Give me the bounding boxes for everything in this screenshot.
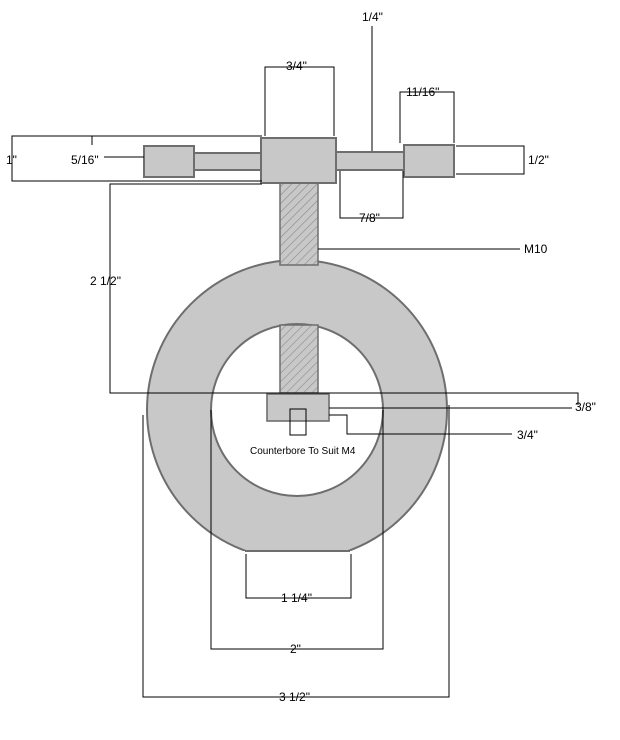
dimension-lines	[11, 26, 579, 698]
handle-head	[260, 137, 337, 184]
label-pad-height: 3/8"	[575, 400, 596, 414]
label-flat-width: 1 1/4"	[281, 591, 312, 605]
counterbore	[289, 408, 307, 436]
handle-right-cap	[403, 144, 455, 178]
threaded-screw-lower	[279, 324, 319, 394]
label-inner-dia: 2"	[290, 642, 301, 656]
label-handle-height: 1"	[6, 153, 17, 167]
label-screw-length: 2 1/2"	[90, 274, 121, 288]
label-head-width: 3/4"	[286, 59, 307, 73]
threaded-screw-upper	[279, 182, 319, 266]
label-outer-dia: 3 1/2"	[279, 690, 310, 704]
label-shank-length: 7/8"	[359, 211, 380, 225]
clamp-pad	[266, 393, 330, 422]
label-thread: M10	[524, 242, 548, 256]
handle-left-shank	[193, 152, 262, 171]
label-end-cap-length: 11/16"	[406, 85, 439, 99]
handle-right-shank	[335, 151, 405, 171]
label-pad-width: 3/4"	[517, 428, 538, 442]
label-shank-dia: 1/4"	[362, 10, 383, 24]
handle-left-cap	[143, 145, 195, 178]
label-end-cap-dia: 1/2"	[528, 153, 549, 167]
label-handle-shank-dia: 5/16"	[71, 153, 99, 167]
label-counterbore-note: Counterbore To Suit M4	[250, 446, 356, 457]
